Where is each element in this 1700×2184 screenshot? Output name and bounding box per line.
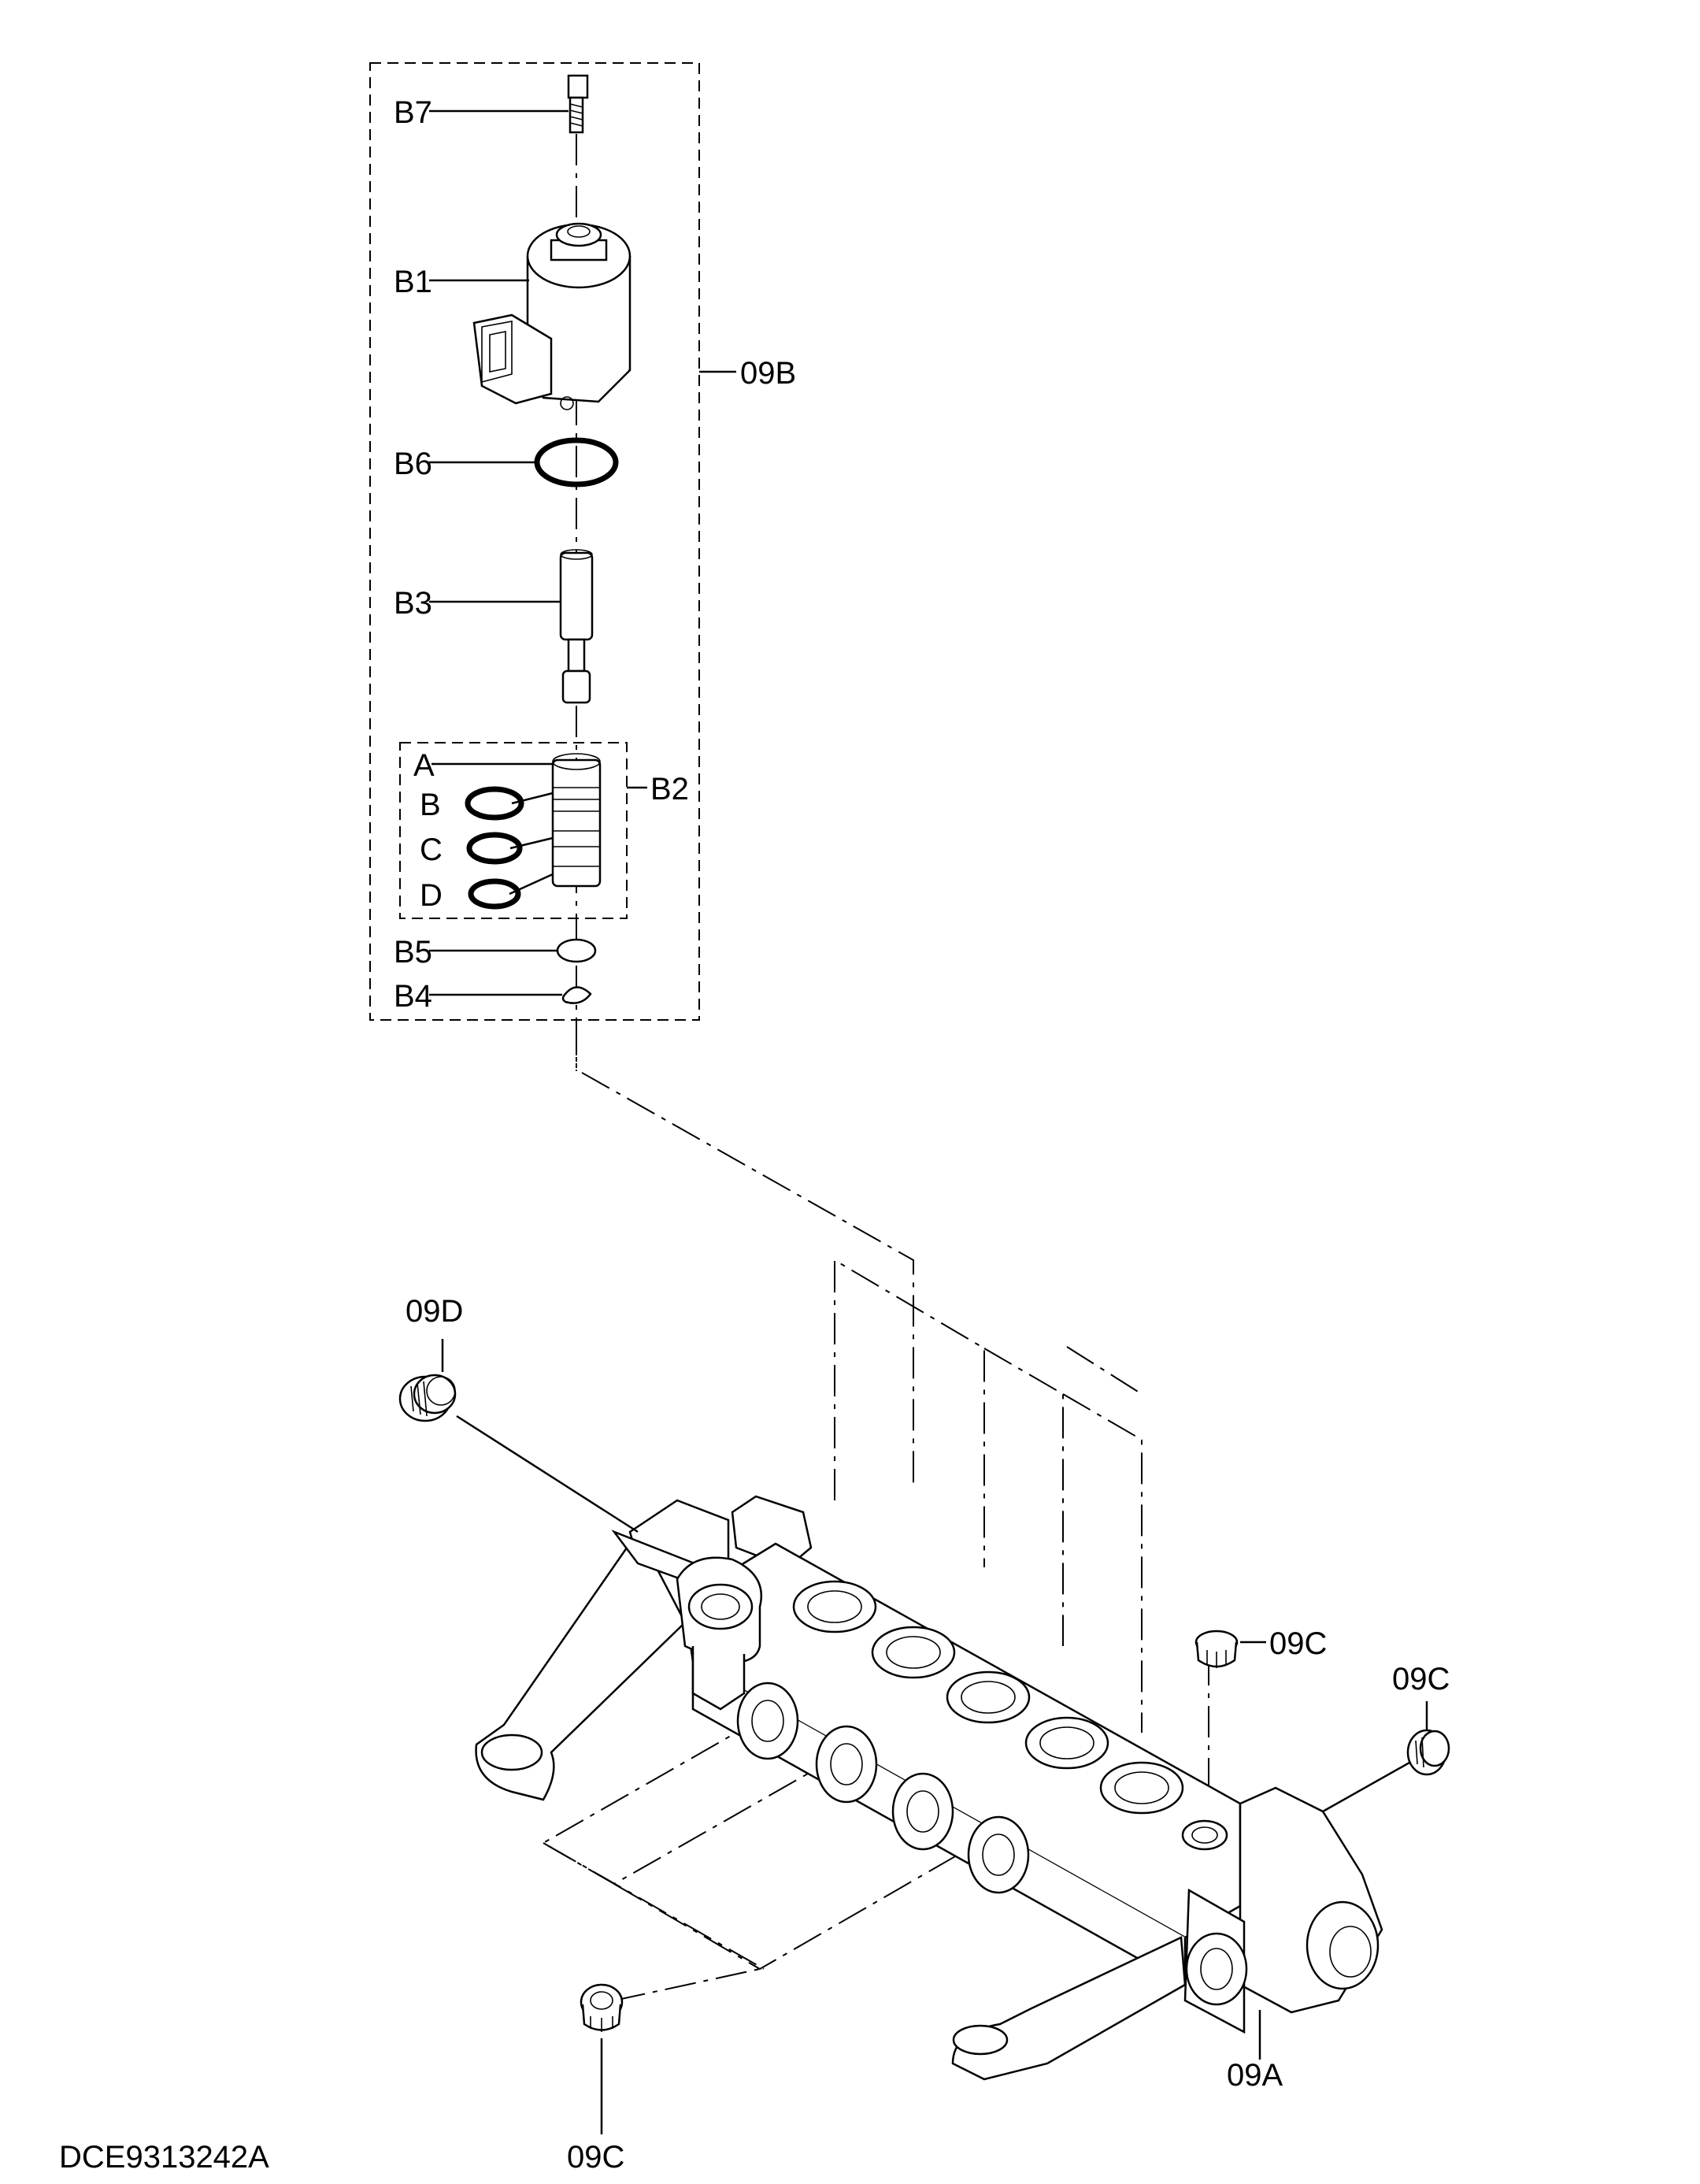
spool-B3 <box>559 549 594 704</box>
top-port-3 <box>946 1670 1031 1724</box>
sleeve-A <box>551 753 602 888</box>
plug-09D <box>398 1374 457 1422</box>
side-port-1 <box>736 1682 799 1760</box>
label-B1: B1 <box>394 265 432 299</box>
plug-09C-top <box>1194 1630 1239 1668</box>
label-09C-bottom: 09C <box>567 2140 624 2175</box>
side-port-2 <box>815 1725 878 1804</box>
top-port-2 <box>871 1626 956 1679</box>
o-ring-D <box>468 878 521 910</box>
label-B2: B2 <box>650 772 689 806</box>
label-B7: B7 <box>394 95 432 130</box>
label-B6: B6 <box>394 447 432 481</box>
assembly-box-09B <box>369 62 700 1021</box>
side-port-4 <box>967 1815 1030 1894</box>
bolt-B7 <box>567 74 589 134</box>
o-ring-B <box>465 786 524 821</box>
leader-lines-upper <box>429 109 736 996</box>
top-port-1 <box>792 1580 877 1633</box>
label-B4: B4 <box>394 979 432 1014</box>
label-B5: B5 <box>394 935 432 970</box>
top-port-4 <box>1024 1716 1109 1770</box>
ring-B4 <box>561 986 592 1004</box>
solenoid-B1 <box>472 222 631 410</box>
label-09C-top: 09C <box>1269 1626 1327 1661</box>
label-B: B <box>420 788 441 822</box>
end-port <box>1185 1932 1248 2006</box>
o-ring-C <box>466 832 523 865</box>
manifold-body-09A <box>475 1495 1383 2081</box>
drawing-code: DCE9313242A <box>59 2140 269 2175</box>
top-port-5 <box>1099 1761 1184 1815</box>
label-09D: 09D <box>406 1294 463 1329</box>
label-09B: 09B <box>740 356 796 391</box>
plug-09C-bottom <box>580 1983 624 2032</box>
label-B3: B3 <box>394 586 432 621</box>
plug-09C-right <box>1406 1729 1450 1776</box>
label-C: C <box>420 832 443 867</box>
label-D: D <box>420 878 443 913</box>
assembly-box-B2 <box>399 742 628 919</box>
label-09A: 09A <box>1227 2058 1283 2093</box>
side-port-3 <box>891 1772 954 1851</box>
label-A: A <box>413 748 435 783</box>
leader-lines-lower <box>441 1339 1428 2134</box>
label-09C-right: 09C <box>1392 1662 1450 1696</box>
plug-B5 <box>556 938 597 963</box>
